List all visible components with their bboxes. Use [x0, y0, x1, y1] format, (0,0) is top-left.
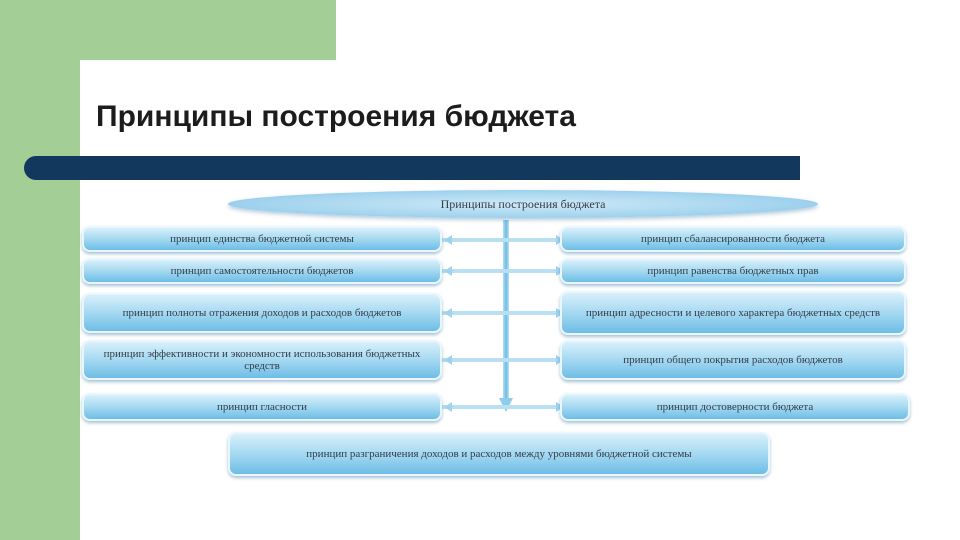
left-accent-band [0, 0, 80, 540]
arrow-left-icon [444, 308, 452, 318]
principle-box-right-1: принцип сбалансированности бюджета [560, 226, 906, 252]
connector-row-3 [442, 311, 566, 315]
arrow-left-icon [444, 355, 452, 365]
principle-box-left-1: принцип единства бюджетной системы [82, 226, 442, 252]
principle-box-left-4: принцип эффективности и экономности испо… [82, 340, 442, 380]
principle-box-left-3: принцип полноты отражения доходов и расх… [82, 293, 442, 333]
connector-row-5 [442, 405, 566, 409]
top-accent-band [80, 0, 336, 60]
principle-box-left-5: принцип гласности [82, 393, 442, 421]
principle-box-left-2: принцип самостоятельности бюджетов [82, 258, 442, 284]
arrow-left-icon [444, 266, 452, 276]
connector-row-2 [442, 269, 566, 273]
arrow-left-icon [444, 235, 452, 245]
principles-diagram: Принципы построения бюджета принцип един… [80, 188, 920, 488]
connector-row-4 [442, 358, 566, 362]
principle-box-right-3: принцип адресности и целевого характера … [560, 291, 906, 335]
slide-title: Принципы построения бюджета [96, 100, 576, 133]
content-corner [80, 60, 120, 100]
principle-box-right-4: принцип общего покрытия расходов бюджето… [560, 340, 906, 380]
diagram-header: Принципы построения бюджета [228, 190, 818, 218]
central-trunk [503, 220, 509, 400]
arrow-left-icon [444, 402, 452, 412]
title-underline-bar [24, 156, 800, 180]
principle-box-right-5: принцип достоверности бюджета [560, 393, 910, 421]
connector-row-1 [442, 238, 566, 242]
principle-box-bottom: принцип разграничения доходов и расходов… [228, 432, 770, 476]
principle-box-right-2: принцип равенства бюджетных прав [560, 258, 906, 284]
